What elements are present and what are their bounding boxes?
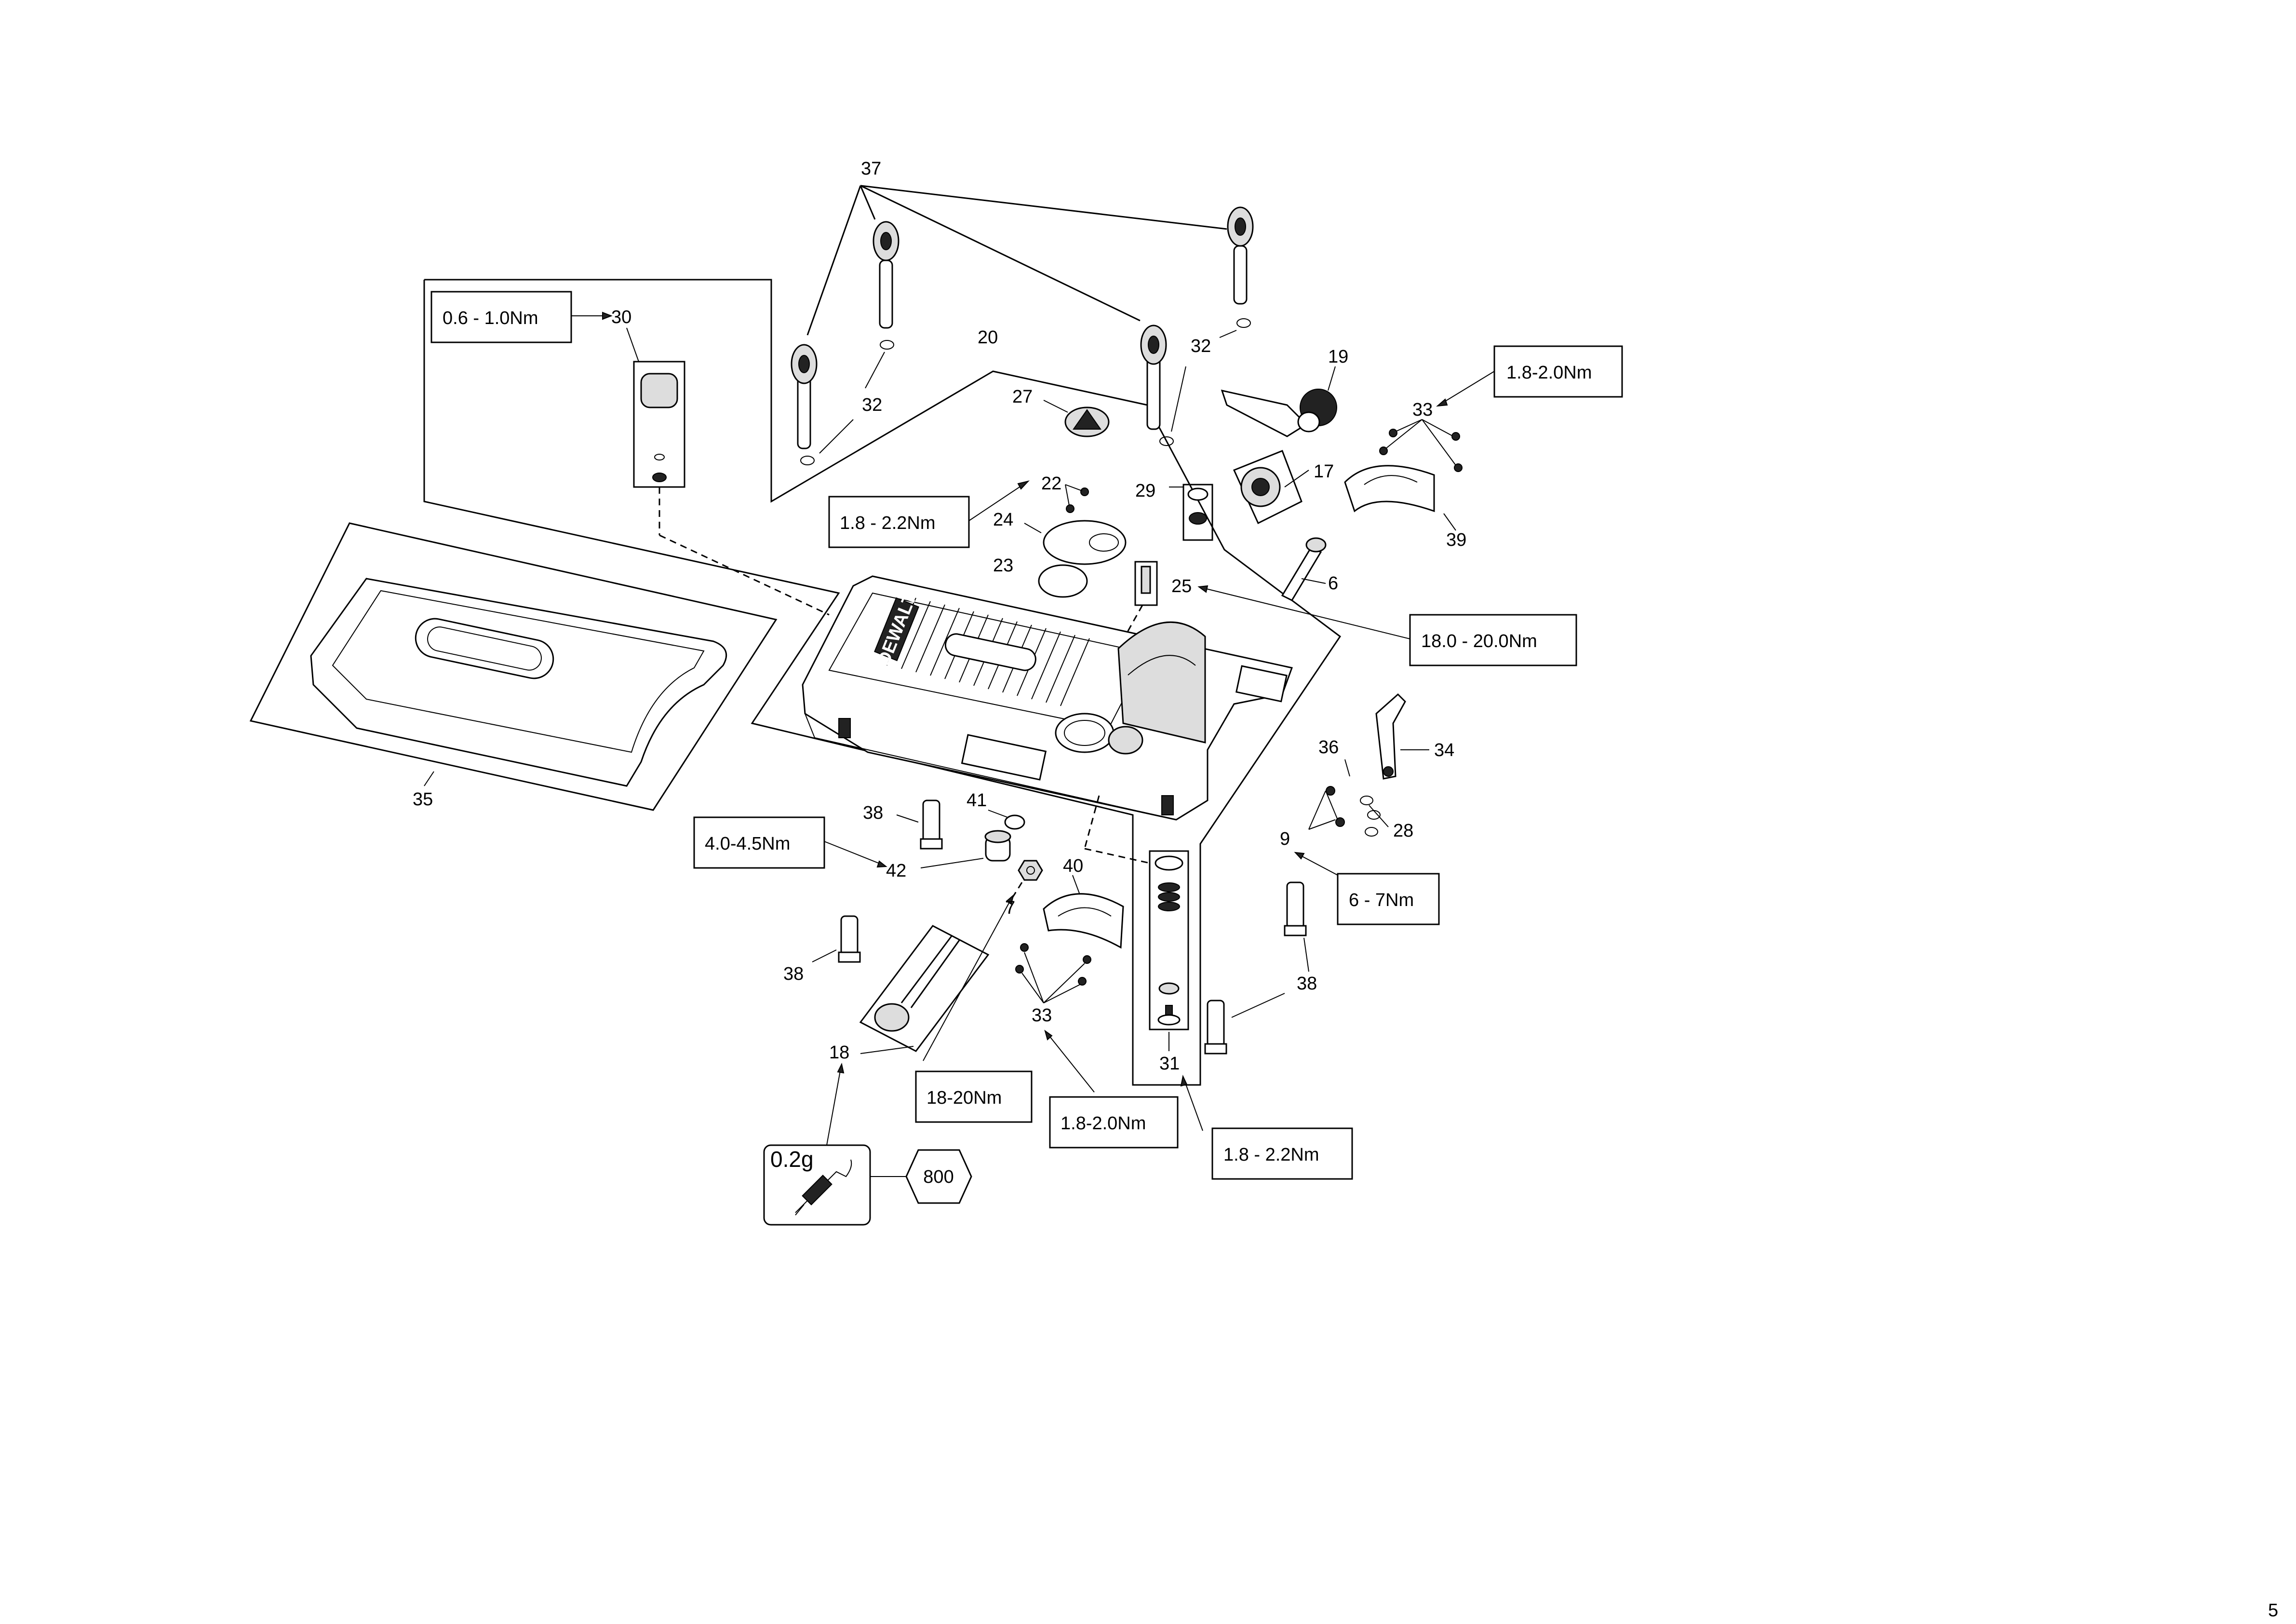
part-label-6: 6 <box>1328 573 1338 594</box>
part-label-23: 23 <box>993 555 1013 576</box>
torque-label-7: 18-20Nm <box>926 1088 1002 1108</box>
part-label-7: 7 <box>1005 898 1015 918</box>
torque-box-31: 1.8 - 2.2Nm <box>1211 1127 1353 1180</box>
part-label-36: 36 <box>1318 737 1339 758</box>
base-casting: DEWALT <box>802 575 1293 821</box>
pin-38 <box>896 799 943 850</box>
part-label-32: 32 <box>1191 336 1211 356</box>
torque-label-33-bottom: 1.8-2.0Nm <box>1061 1113 1146 1134</box>
part-label-33: 33 <box>1032 1005 1052 1026</box>
grease-code: 800 <box>923 1167 953 1187</box>
part-label-18: 18 <box>829 1042 849 1063</box>
torque-box-30: 0.6 - 1.0Nm <box>430 291 572 343</box>
pin-38 <box>812 915 861 963</box>
pin-38-group <box>812 799 1309 1055</box>
lever-19-part <box>1221 366 1337 437</box>
torque-box-33-bottom: 1.8-2.0Nm <box>1049 1096 1179 1149</box>
part-label-39: 39 <box>1446 530 1466 550</box>
grease-amount: 0.2g <box>770 1147 814 1172</box>
part-number-labels: 37 30 20 32 32 27 19 33 17 22 29 24 23 2… <box>413 159 1466 1074</box>
rod-end-part <box>873 221 900 329</box>
screws-33-top <box>1379 419 1463 472</box>
clamp-30-assembly <box>626 327 830 616</box>
torque-box-33-top: 1.8-2.0Nm <box>1493 345 1623 398</box>
spring <box>1158 882 1180 911</box>
part-label-32: 32 <box>862 395 882 415</box>
screws-33-bottom <box>1015 943 1091 1003</box>
knob-17-part <box>1233 450 1309 525</box>
part-label-37: 37 <box>861 159 881 179</box>
part-label-38: 38 <box>863 803 883 823</box>
part-label-22: 22 <box>1041 474 1061 494</box>
torque-label-30: 0.6 - 1.0Nm <box>443 308 538 328</box>
torque-box-9: 6 - 7Nm <box>1337 873 1440 925</box>
base-tray-outline <box>249 522 778 811</box>
page-number: 5 <box>2268 1600 2278 1621</box>
screw-25 <box>1108 561 1158 666</box>
knob-42 <box>920 830 1011 868</box>
column-31-assembly <box>1084 795 1189 1051</box>
torque-label-33-top: 1.8-2.0Nm <box>1506 363 1592 383</box>
torque-leaders <box>571 311 1495 1177</box>
torque-box-22: 1.8 - 2.2Nm <box>828 496 970 548</box>
part-label-38: 38 <box>783 964 804 984</box>
part-label-29: 29 <box>1135 481 1155 501</box>
grease-callout: 0.2g 800 <box>763 1144 972 1226</box>
part-label-33: 33 <box>1412 400 1433 420</box>
part-label-42: 42 <box>886 861 906 881</box>
nut-7 <box>1009 860 1043 902</box>
torque-label-9: 6 - 7Nm <box>1349 890 1414 910</box>
bolt-6-part <box>1281 537 1327 601</box>
rod-end-part <box>1140 325 1167 430</box>
screw-washer-36-9-28 <box>1308 759 1389 837</box>
torque-label-22: 1.8 - 2.2Nm <box>840 513 936 533</box>
main-assembly-outline <box>423 279 1342 1086</box>
cap-27-part <box>1043 400 1110 437</box>
rod-end-part <box>791 344 818 449</box>
torque-box-25: 18.0 - 20.0Nm <box>1409 614 1577 666</box>
o-ring-32-group <box>800 318 1251 465</box>
part-label-38: 38 <box>1297 974 1317 994</box>
cover-plate-24 <box>1024 520 1127 565</box>
part-label-25: 25 <box>1171 576 1192 596</box>
torque-label-31: 1.8 - 2.2Nm <box>1223 1145 1319 1165</box>
bracket-39-part <box>1344 465 1456 531</box>
washer-41 <box>988 810 1025 830</box>
part-label-40: 40 <box>1063 856 1083 876</box>
latch-34-part <box>1375 693 1429 780</box>
part-label-19: 19 <box>1328 347 1348 367</box>
torque-box-7: 18-20Nm <box>915 1070 1033 1123</box>
part-label-20: 20 <box>978 327 998 348</box>
bracket-40-part <box>1043 875 1124 949</box>
gasket-23 <box>1038 564 1088 598</box>
grease-gun-icon <box>795 1159 852 1216</box>
screws-22 <box>1065 484 1089 513</box>
rod-end-37-group <box>791 185 1254 449</box>
part-label-30: 30 <box>611 307 631 327</box>
torque-box-42: 4.0-4.5Nm <box>693 816 825 869</box>
part-label-28: 28 <box>1393 821 1413 841</box>
part-label-41: 41 <box>967 790 987 811</box>
pin-38 <box>1204 993 1285 1055</box>
part-label-34: 34 <box>1434 740 1454 760</box>
part-label-17: 17 <box>1314 461 1334 482</box>
torque-label-25: 18.0 - 20.0Nm <box>1421 631 1537 651</box>
tray-35-part <box>310 578 727 787</box>
torque-label-42: 4.0-4.5Nm <box>705 834 790 854</box>
part-label-35: 35 <box>413 789 433 810</box>
base-ribs <box>886 597 1090 706</box>
part-label-24: 24 <box>993 510 1013 530</box>
part-label-9: 9 <box>1280 829 1290 849</box>
part-label-31: 31 <box>1159 1054 1180 1074</box>
shaft-18-part <box>859 925 990 1054</box>
rod-end-part <box>1227 206 1254 305</box>
bushing-29 <box>1169 484 1213 541</box>
pin-38 <box>1284 881 1309 972</box>
part-label-27: 27 <box>1012 387 1033 407</box>
